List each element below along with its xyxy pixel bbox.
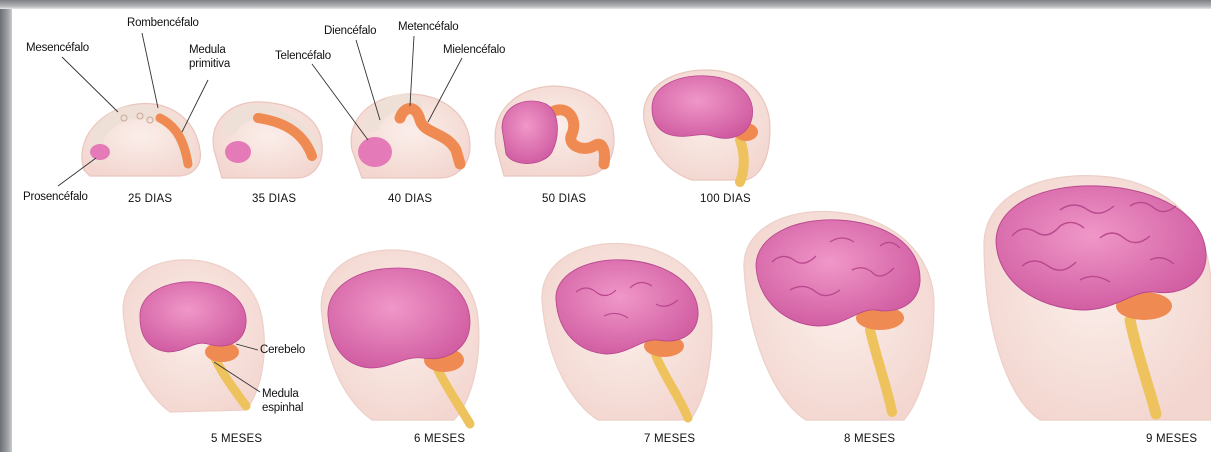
caption-25-dias: 25 DIAS [128, 193, 172, 205]
label-mesencefalo: Mesencéfalo [26, 42, 89, 55]
embryo-40-dias [351, 94, 470, 178]
fetus-9-meses [984, 176, 1211, 420]
label-prosencefalo: Prosencéfalo [23, 191, 88, 204]
caption-40-dias: 40 DIAS [388, 193, 432, 205]
embryo-25-dias [82, 103, 201, 176]
embryo-50-dias [495, 86, 614, 176]
caption-35-dias: 35 DIAS [252, 193, 296, 205]
embryo-35-dias [213, 102, 322, 178]
fetus-100-dias [644, 70, 770, 182]
caption-100-dias: 100 DIAS [700, 193, 751, 205]
label-cerebelo: Cerebelo [260, 344, 305, 357]
fetus-7-meses [542, 244, 712, 420]
label-rombencefalo: Rombencéfalo [127, 17, 199, 30]
fetus-6-meses [321, 250, 479, 424]
label-medula-espinhal-line1: Medula [262, 388, 299, 401]
label-medula-primitiva-line1: Medula [189, 44, 226, 57]
caption-5-meses: 5 MESES [211, 433, 262, 445]
caption-7-meses: 7 MESES [644, 433, 695, 445]
caption-9-meses: 9 MESES [1146, 433, 1197, 445]
caption-50-dias: 50 DIAS [542, 193, 586, 205]
label-medula-primitiva-line2: primitiva [189, 58, 230, 71]
label-medula-espinhal-line2: espinhal [262, 402, 303, 415]
label-mielencefalo: Mielencéfalo [443, 44, 505, 57]
caption-8-meses: 8 MESES [844, 433, 895, 445]
label-telencefalo: Telencéfalo [275, 50, 331, 63]
fetus-5-meses [123, 260, 264, 412]
caption-6-meses: 6 MESES [414, 433, 465, 445]
fetus-8-meses [744, 212, 934, 420]
label-diencefalo: Diencéfalo [324, 25, 376, 38]
label-metencefalo: Metencéfalo [398, 21, 458, 34]
